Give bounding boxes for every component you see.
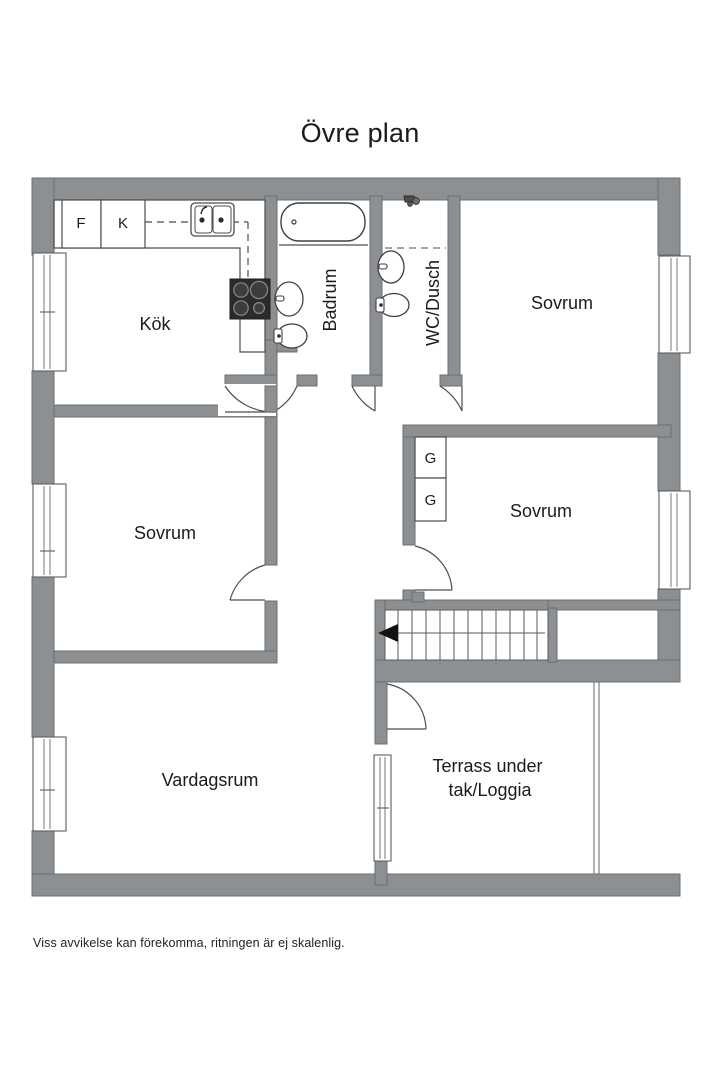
- wall-bathroom-wc: [369, 195, 383, 387]
- window-right-2: [658, 490, 691, 590]
- bathroom-washbasin-icon: [274, 281, 304, 317]
- wc-fittings: [375, 195, 446, 318]
- room-labels: Kök Badrum WC/Dusch Sovrum Sovrum Sovrum…: [134, 260, 593, 800]
- wall-bedroome-left: [402, 424, 416, 546]
- wall-left-3: [31, 576, 55, 738]
- wc-washbasin-icon: [377, 250, 405, 284]
- door-terrace: [386, 683, 427, 730]
- wall-bedroomw-right: [264, 416, 278, 566]
- wall-left-1: [31, 177, 55, 256]
- wall-stairs-bottom: [374, 659, 681, 683]
- room-label-living-room: Vardagsrum: [162, 770, 259, 790]
- bathroom-fittings: [273, 202, 368, 349]
- kitchen-fittings: F K: [53, 199, 271, 353]
- window-left-2: [32, 483, 67, 578]
- terrace-glass-partition: [593, 682, 600, 874]
- door-kitchen-clean: [218, 384, 278, 416]
- door-bathroom: [274, 385, 298, 412]
- door-bedroom-e: [414, 545, 453, 591]
- window-right-1: [658, 255, 691, 354]
- wall-bottom: [31, 873, 681, 897]
- wall-right-1: [657, 177, 681, 256]
- wall-top: [31, 177, 681, 201]
- room-label-terrace-line2: tak/Loggia: [448, 780, 532, 800]
- shower-head-icon: [403, 195, 420, 207]
- room-label-bedroom-w: Sovrum: [134, 523, 196, 543]
- cooktop-icon: [229, 278, 271, 320]
- staircase: [378, 609, 549, 661]
- wall-hallway-top-4: [439, 374, 463, 387]
- wardrobe-2-label: G: [425, 492, 437, 509]
- window-left-3: [32, 736, 67, 832]
- appliance-fridge: K: [100, 199, 146, 249]
- wall-stairs-top-right: [547, 599, 681, 611]
- wall-hallway-top-2: [296, 374, 318, 387]
- appliance-fridge-label: K: [118, 215, 128, 232]
- window-terrace: [373, 754, 392, 862]
- windows-group: [32, 252, 691, 862]
- appliance-freezer: F: [61, 199, 102, 249]
- page-title: Övre plan: [300, 118, 420, 148]
- door-bedroom-w: [229, 564, 266, 601]
- bathtub-icon: [280, 202, 366, 242]
- room-label-wc-shower: WC/Dusch: [423, 260, 443, 346]
- wall-bedroomw-bottom: [53, 650, 278, 664]
- disclaimer-text: Viss avvikelse kan förekomma, ritningen …: [33, 936, 345, 950]
- wall-living-terrace: [374, 681, 388, 745]
- wardrobe-2: G: [414, 477, 447, 522]
- wardrobes-group: G G: [414, 436, 447, 522]
- wall-wc-bedroomne: [447, 195, 461, 387]
- door-wc: [351, 385, 376, 412]
- door-bedroom-ne: [439, 385, 463, 412]
- wardrobe-1-label: G: [425, 450, 437, 467]
- wall-hallway-top-3: [351, 374, 383, 387]
- bathroom-toilet-icon: [273, 323, 308, 349]
- room-label-bathroom: Badrum: [320, 268, 340, 331]
- room-label-bedroom-e: Sovrum: [510, 501, 572, 521]
- stairs-direction-arrow: [378, 624, 398, 642]
- appliance-freezer-label: F: [76, 215, 85, 232]
- room-label-terrace-line1: Terrass under: [432, 756, 542, 776]
- wardrobe-1: G: [414, 436, 447, 479]
- wall-stairs-inner-right: [547, 607, 558, 663]
- kitchen-sink-icon: [190, 202, 235, 237]
- wall-bedroome-top: [402, 424, 672, 438]
- wall-right-2: [657, 352, 681, 492]
- window-left-1: [32, 252, 67, 372]
- room-label-bedroom-ne: Sovrum: [531, 293, 593, 313]
- wall-stairs-notch: [411, 591, 425, 603]
- room-label-terrace: Terrass under tak/Loggia: [432, 756, 547, 800]
- room-label-kitchen: Kök: [139, 314, 171, 334]
- walls-group: [31, 177, 681, 897]
- wc-toilet-icon: [375, 292, 410, 318]
- wall-left-2: [31, 370, 55, 485]
